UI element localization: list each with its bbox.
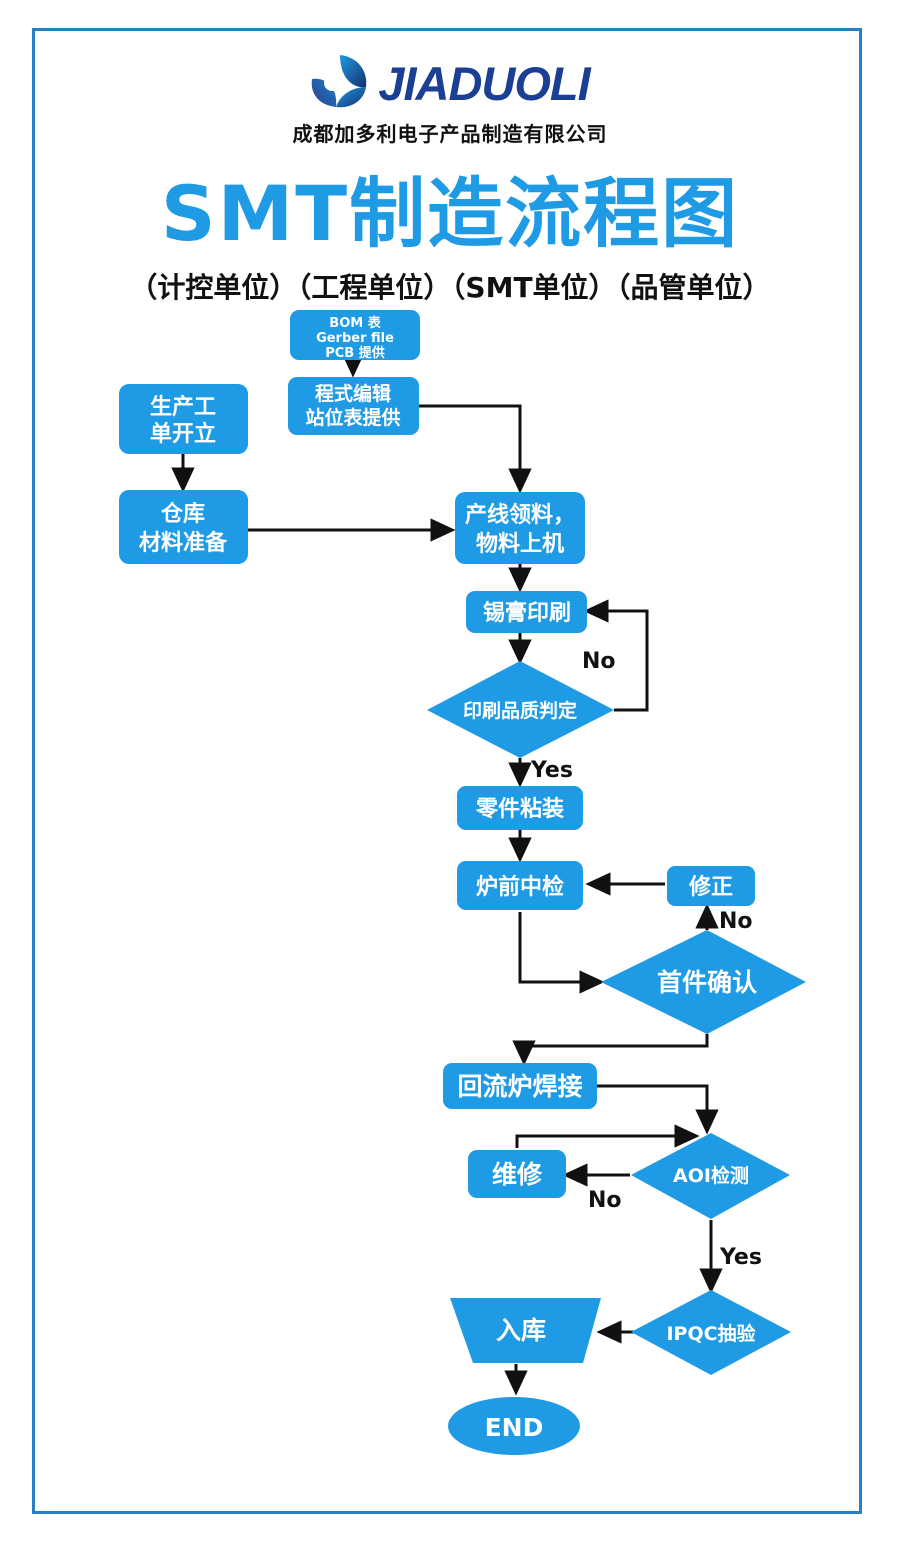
node-bom-line-3: PCB 提供 bbox=[325, 345, 385, 361]
edge-label-aoi-no: No bbox=[588, 1188, 622, 1213]
node-workorder-line-2: 单开立 bbox=[150, 421, 216, 447]
edge-repair-back-to-aoi bbox=[515, 1124, 700, 1148]
page-subtitle: （计控单位）（工程单位）（SMT单位）（品管单位） bbox=[129, 271, 771, 304]
node-ipqc-label: IPQC抽验 bbox=[666, 1322, 756, 1345]
node-warehouse-line-2: 材料准备 bbox=[139, 530, 228, 556]
node-firstart-label: 首件确认 bbox=[657, 968, 757, 997]
node-bom-line-2: Gerber file bbox=[316, 331, 394, 346]
node-rework-label: 修正 bbox=[688, 874, 733, 900]
node-warehouse-line-1: 仓库 bbox=[160, 501, 205, 527]
node-linepick-line-1: 产线领料， bbox=[465, 502, 575, 528]
node-instock[interactable]: 入库 bbox=[450, 1298, 601, 1363]
node-bom[interactable]: BOM 表 Gerber file PCB 提供 bbox=[290, 310, 420, 361]
edge-reflow-to-aoi bbox=[597, 1084, 719, 1135]
node-program[interactable]: 程式编辑 站位表提供 bbox=[288, 377, 419, 435]
node-workorder-line-1: 生产工 bbox=[150, 395, 216, 420]
node-program-line-1: 程式编辑 bbox=[315, 382, 391, 405]
node-placement-label: 零件粘装 bbox=[475, 797, 564, 822]
node-program-line-2: 站位表提供 bbox=[305, 406, 400, 429]
flow-edge-labels: No Yes No No Yes bbox=[530, 649, 762, 1270]
node-reflow[interactable]: 回流炉焊接 bbox=[443, 1063, 597, 1109]
node-end[interactable]: END bbox=[448, 1397, 580, 1455]
node-solderpaste[interactable]: 锡膏印刷 bbox=[466, 591, 587, 633]
node-printjudge[interactable]: 印刷品质判定 bbox=[427, 661, 614, 758]
node-repair[interactable]: 维修 bbox=[468, 1150, 566, 1198]
node-warehouse[interactable]: 仓库 材料准备 bbox=[119, 490, 248, 564]
edge-label-print-no: No bbox=[582, 649, 616, 674]
node-workorder[interactable]: 生产工 单开立 bbox=[119, 384, 248, 454]
edge-firstart-yes-to-reflow bbox=[512, 1034, 709, 1066]
node-reflow-label: 回流炉焊接 bbox=[457, 1072, 582, 1101]
node-printjudge-label: 印刷品质判定 bbox=[463, 699, 577, 722]
node-firstart[interactable]: 首件确认 bbox=[601, 930, 806, 1034]
node-repair-label: 维修 bbox=[492, 1160, 543, 1189]
edge-label-first-no: No bbox=[719, 909, 753, 934]
page-title: SMT制造流程图 bbox=[160, 169, 740, 258]
node-linepick[interactable]: 产线领料， 物料上机 bbox=[455, 492, 585, 564]
edge-program-to-linepick bbox=[419, 404, 532, 494]
flow-edges bbox=[171, 352, 723, 1396]
node-solderpaste-label: 锡膏印刷 bbox=[483, 600, 571, 626]
edge-preoven-to-firstart bbox=[518, 912, 605, 994]
edge-label-aoi-yes: Yes bbox=[719, 1245, 762, 1270]
edge-printjudge-no-to-solderpaste bbox=[583, 599, 649, 712]
node-end-label: END bbox=[485, 1413, 544, 1442]
poster-border-frame bbox=[32, 28, 862, 1514]
jiaduoli-swoosh-logo-icon bbox=[310, 53, 372, 113]
edge-label-print-yes: Yes bbox=[530, 758, 573, 783]
node-rework[interactable]: 修正 bbox=[667, 866, 755, 906]
node-aoi-label: AOI检测 bbox=[673, 1164, 749, 1187]
brand-wordmark: JIADUOLI bbox=[378, 56, 590, 110]
node-aoi[interactable]: AOI检测 bbox=[631, 1133, 790, 1219]
node-instock-label: 入库 bbox=[496, 1316, 546, 1345]
node-linepick-line-2: 物料上机 bbox=[476, 531, 564, 557]
company-name-cn: 成都加多利电子产品制造有限公司 bbox=[292, 122, 608, 146]
brand-header: JIADUOLI 成都加多利电子产品制造有限公司 bbox=[0, 52, 900, 147]
node-preoven-label: 炉前中检 bbox=[476, 874, 564, 900]
node-ipqc[interactable]: IPQC抽验 bbox=[631, 1290, 791, 1375]
node-placement[interactable]: 零件粘装 bbox=[457, 786, 583, 830]
node-preoven[interactable]: 炉前中检 bbox=[457, 861, 583, 910]
node-bom-line-1: BOM 表 bbox=[329, 315, 381, 331]
